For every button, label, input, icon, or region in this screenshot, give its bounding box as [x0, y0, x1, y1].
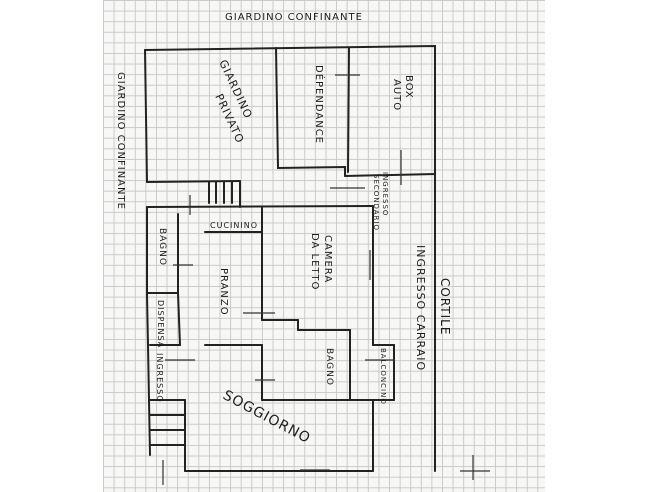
label-balconcino: BALCONCINO: [379, 348, 387, 405]
label-ingresso: INGRESSO: [155, 353, 164, 403]
left-boundary-wall: [144, 49, 148, 183]
label-box: BOX: [403, 75, 414, 99]
walls: [144, 44, 436, 472]
label-ingresso-carraio: INGRESSO CARRAIO: [414, 245, 427, 371]
label-da-letto: DA LETTO: [309, 233, 320, 290]
label-giardino-confinante-left: GIARDINO CONFINANTE: [115, 72, 126, 210]
outer-boundary: [144, 44, 436, 177]
label-cucinino: CUCININO: [210, 221, 258, 230]
label-cortile: CORTILE: [438, 278, 452, 335]
label-dispensa: DISPENSA: [156, 300, 165, 348]
door-arrows: [162, 74, 490, 485]
label-auto: AUTO: [391, 79, 402, 111]
label-bagno-2: BAGNO: [324, 348, 334, 386]
label-ingresso-sec: INGRESSO: [381, 172, 389, 216]
label-bagno-1: BAGNO: [157, 228, 167, 266]
label-soggiorno: SOGGIORNO: [220, 387, 313, 447]
label-dependance: DÉPENDANCE: [313, 65, 326, 144]
house-top-wall: [146, 205, 374, 208]
label-camera: CAMERA: [322, 235, 333, 283]
label-giardino-confinante-top: GIARDINO CONFINANTE: [225, 12, 363, 23]
box-auto-divider: [347, 47, 350, 173]
label-secondario: SECONDARIO: [372, 174, 380, 231]
dependance-room: [275, 47, 346, 177]
graph-paper-sheet: [103, 0, 545, 492]
label-pranzo: PRANZO: [218, 268, 229, 316]
